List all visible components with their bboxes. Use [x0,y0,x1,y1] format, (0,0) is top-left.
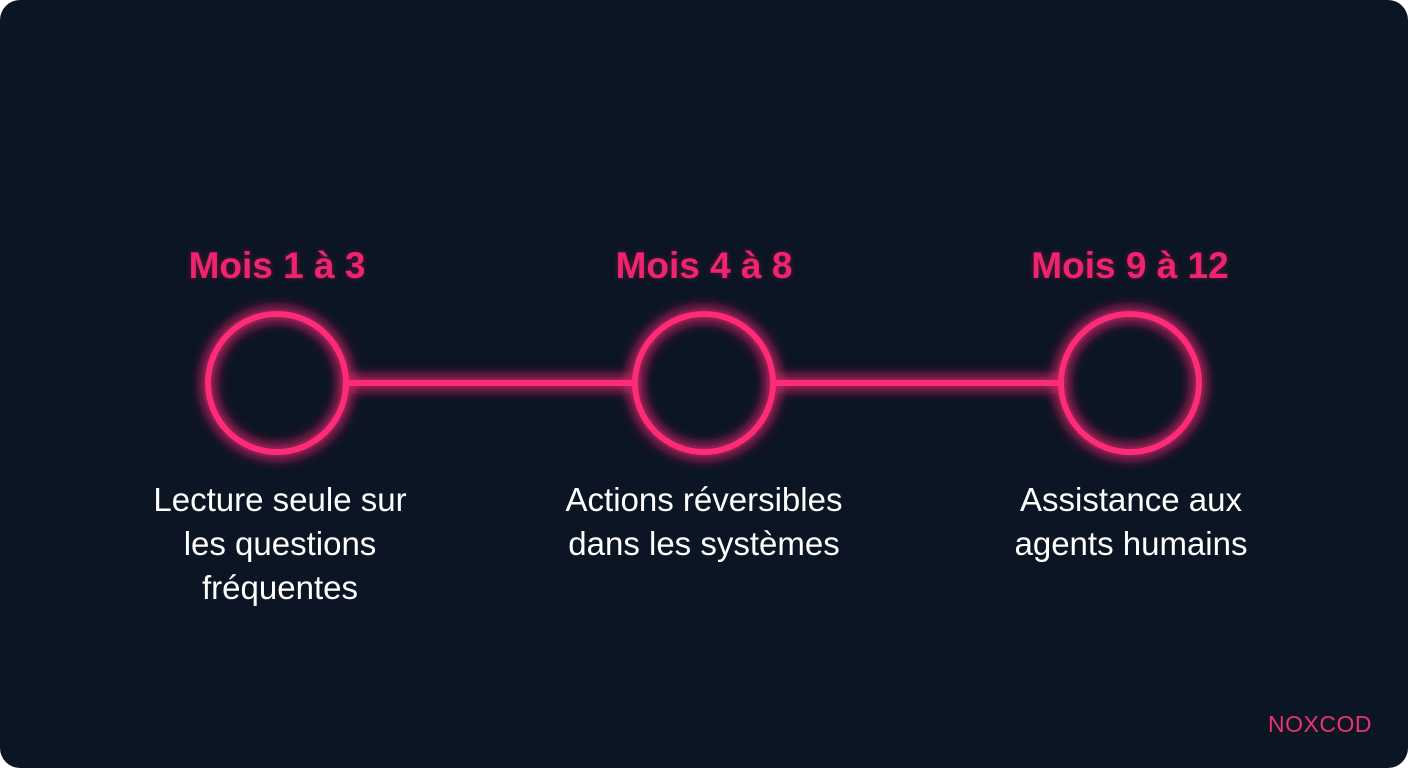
phase-2-description-line: dans les systèmes [568,525,840,562]
brand-logo-text: NOXCOD [1268,711,1372,737]
phase-3-description: Assistance aux agents humains [941,478,1321,566]
phase-3-description-line: agents humains [1014,525,1248,562]
phase-2-description-line: Actions réversibles [565,481,843,518]
phase-3-description-line: Assistance aux [1020,481,1242,518]
phase-1-title: Mois 1 à 3 [188,245,366,286]
phase-1-description-line: fréquentes [202,569,358,606]
phase-2-description: Actions réversibles dans les systèmes [514,478,894,566]
phase-1-description: Lecture seule sur les questions fréquent… [90,478,470,610]
phase-3-title: Mois 9 à 12 [1031,245,1229,286]
milestone-circle-1 [205,311,349,455]
phase-1-description-line: les questions [183,525,377,562]
phase-2-title: Mois 4 à 8 [615,245,793,286]
milestone-circle-3 [1058,311,1202,455]
milestone-circle-2 [632,311,776,455]
phase-1-description-line: Lecture seule sur [153,481,407,518]
